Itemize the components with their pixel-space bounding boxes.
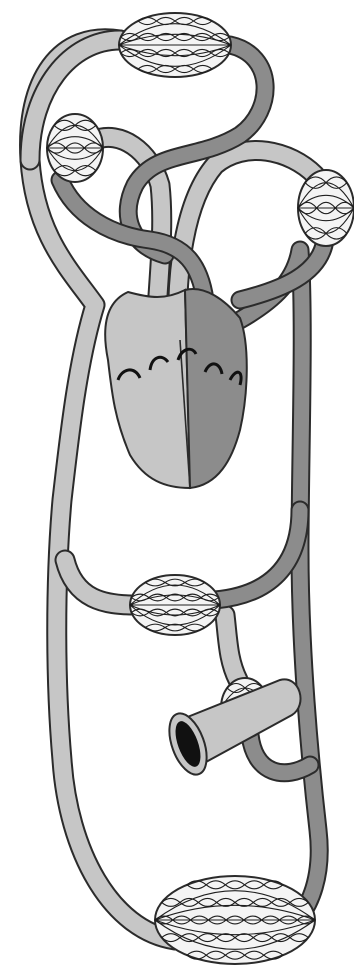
dark-vessel-middle-link-fill: [215, 510, 300, 600]
heart-left-half: [105, 290, 190, 488]
capillary-bed-upper-left: [47, 114, 103, 182]
capillary-bed-middle: [130, 575, 220, 635]
dark-vessel-upper-right-exit-fill: [240, 240, 325, 300]
dark-vessels: [60, 45, 325, 940]
heart: [105, 289, 247, 488]
capillary-bed-bottom: [155, 876, 315, 964]
heart-right-half: [185, 289, 247, 488]
capillary-bed-upper-right: [298, 170, 354, 246]
capillary-bed-top: [119, 13, 231, 77]
